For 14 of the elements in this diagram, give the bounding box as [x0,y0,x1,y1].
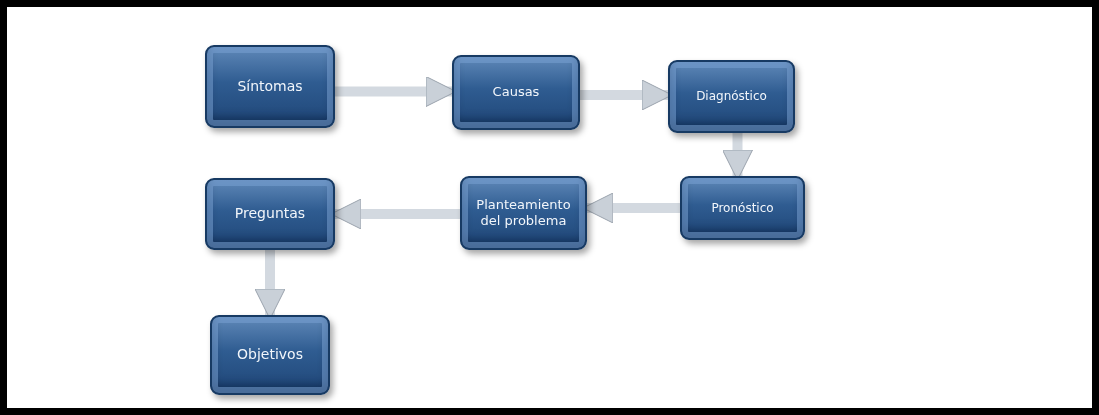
process-box [680,176,805,240]
process-box [205,178,335,250]
box-label: Diagnóstico [696,89,767,104]
process-box [460,176,587,250]
box-label: Planteamiento del problema [475,196,572,230]
process-box [668,60,795,133]
process-box [205,45,335,128]
process-box [452,55,580,130]
box-label: Pronóstico [711,200,774,216]
process-box [210,315,330,395]
box-label: Síntomas [237,77,303,96]
box-label: Causas [492,84,540,101]
box-label: Preguntas [234,205,306,223]
box-label: Objetivos [237,346,303,364]
